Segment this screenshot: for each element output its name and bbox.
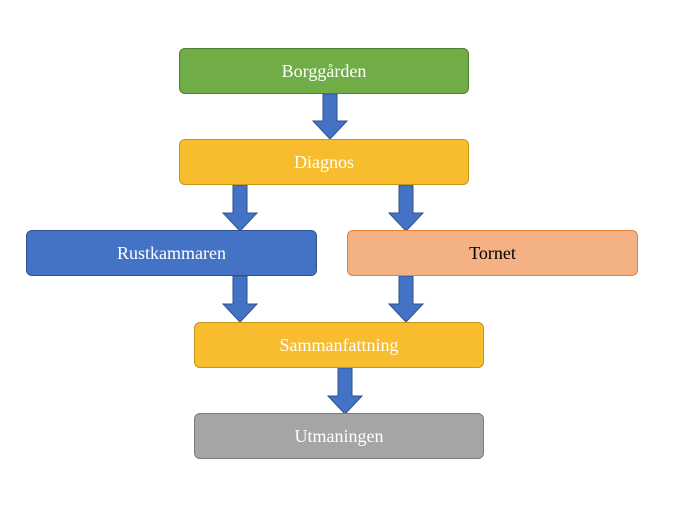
node-label: Rustkammaren — [117, 243, 226, 263]
node-diagnos: Diagnos — [179, 139, 469, 185]
node-label: Diagnos — [294, 152, 354, 172]
node-label: Tornet — [469, 243, 516, 263]
node-utmaningen: Utmaningen — [194, 413, 484, 459]
node-label: Borggården — [281, 61, 367, 81]
arrow-diagnos-to-tornet — [387, 184, 425, 232]
node-label: Sammanfattning — [279, 335, 399, 355]
node-label: Utmaningen — [294, 426, 384, 446]
node-borggarden: Borggården — [179, 48, 469, 94]
node-sammanfattning: Sammanfattning — [194, 322, 484, 368]
node-tornet: Tornet — [347, 230, 638, 276]
arrow-borggarden-to-diagnos — [311, 93, 349, 140]
arrow-rustkammaren-to-sammanfattning — [221, 275, 259, 323]
node-rustkammaren: Rustkammaren — [26, 230, 317, 276]
arrow-sammanfattning-to-utmaningen — [326, 367, 364, 415]
arrow-diagnos-to-rustkammaren — [221, 184, 259, 232]
arrow-tornet-to-sammanfattning — [387, 275, 425, 323]
